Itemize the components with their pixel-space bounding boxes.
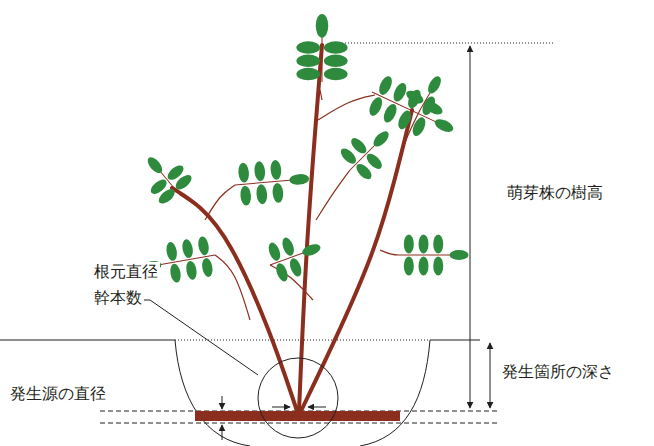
trunk <box>301 110 412 411</box>
height-arrow <box>470 46 471 408</box>
reference-line <box>100 423 500 424</box>
diameter-arrow <box>222 425 223 440</box>
twig <box>380 250 400 255</box>
base-diameter-arrow <box>272 407 290 408</box>
dimension-label: 根元直径 <box>92 262 160 281</box>
dimension-label: 発生源の直径 <box>8 384 108 403</box>
compound-leaf <box>133 145 196 209</box>
compound-leaf <box>402 66 457 120</box>
sprout-plant <box>133 14 468 411</box>
diameter-arrow <box>222 396 223 409</box>
dimension-label: 発生箇所の深さ <box>500 362 616 381</box>
compound-leaf <box>296 14 347 82</box>
compound-leaf <box>233 157 311 206</box>
ground-line <box>430 340 480 341</box>
depth-arrow <box>490 343 491 408</box>
dimension-label: 萌芽株の樹高 <box>505 183 605 202</box>
compound-leaf <box>336 118 403 185</box>
base-circle <box>258 358 338 438</box>
compound-leaf <box>400 235 469 276</box>
twig <box>316 170 350 220</box>
base-diameter-arrow <box>308 407 326 408</box>
compound-leaf <box>363 72 462 149</box>
twig <box>318 95 375 120</box>
dimension-label: 幹本数 <box>92 288 144 307</box>
trunk <box>299 45 322 411</box>
ground-line <box>0 340 175 341</box>
reference-line <box>330 43 555 44</box>
trunk <box>172 188 297 411</box>
twig <box>215 255 250 320</box>
compound-leaf <box>263 227 327 284</box>
leader-line <box>150 300 258 375</box>
